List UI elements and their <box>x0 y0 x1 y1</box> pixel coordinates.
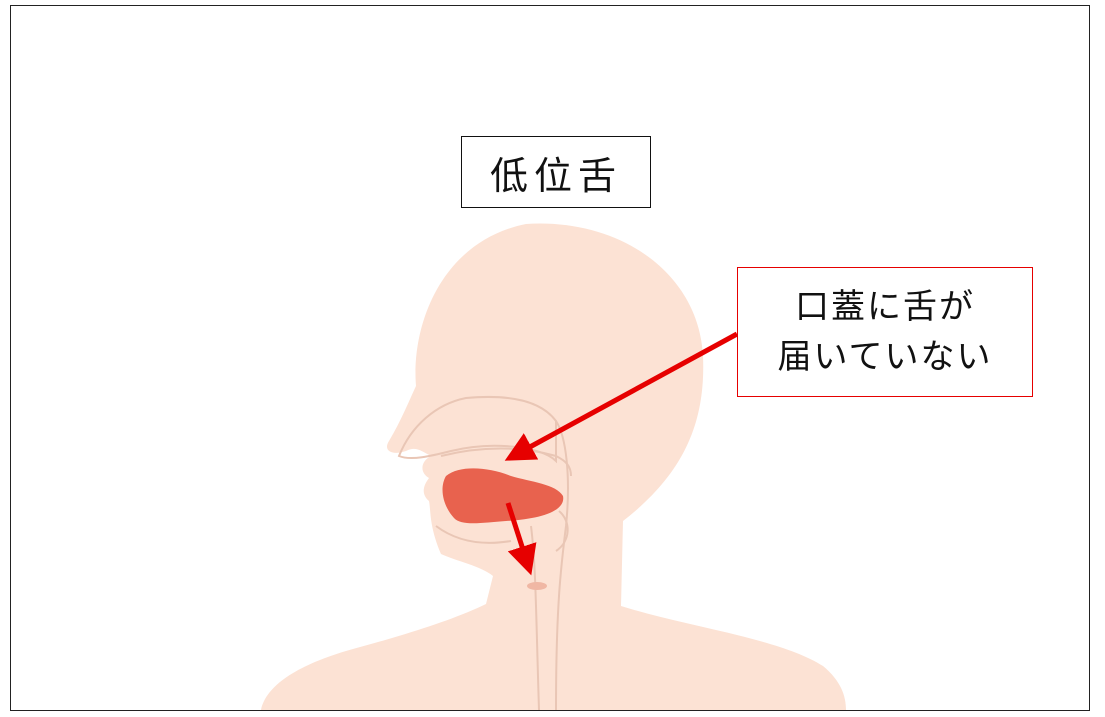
palate-line <box>440 447 572 477</box>
nasal-cavity <box>397 395 557 464</box>
callout-line-2: 届いていない <box>777 337 993 377</box>
jaw-line <box>435 525 512 544</box>
head-silhouette <box>261 223 846 710</box>
downward-arrow <box>505 502 537 576</box>
throat-outline <box>555 420 569 710</box>
diagram-title: 低位舌 <box>489 153 622 198</box>
callout-line-1: 口蓋に舌が <box>795 287 975 327</box>
diagram-frame: 低位舌 口蓋に舌が 届いていない <box>10 5 1090 711</box>
diagram-title-box: 低位舌 <box>461 136 651 208</box>
head-illustration <box>261 223 846 710</box>
hyoid-mark <box>527 582 547 590</box>
throat-outline-inner <box>530 525 540 710</box>
callout-box: 口蓋に舌が 届いていない <box>737 267 1033 397</box>
palate-arrow <box>504 331 739 461</box>
epiglottis <box>555 510 569 552</box>
tongue <box>442 468 564 524</box>
